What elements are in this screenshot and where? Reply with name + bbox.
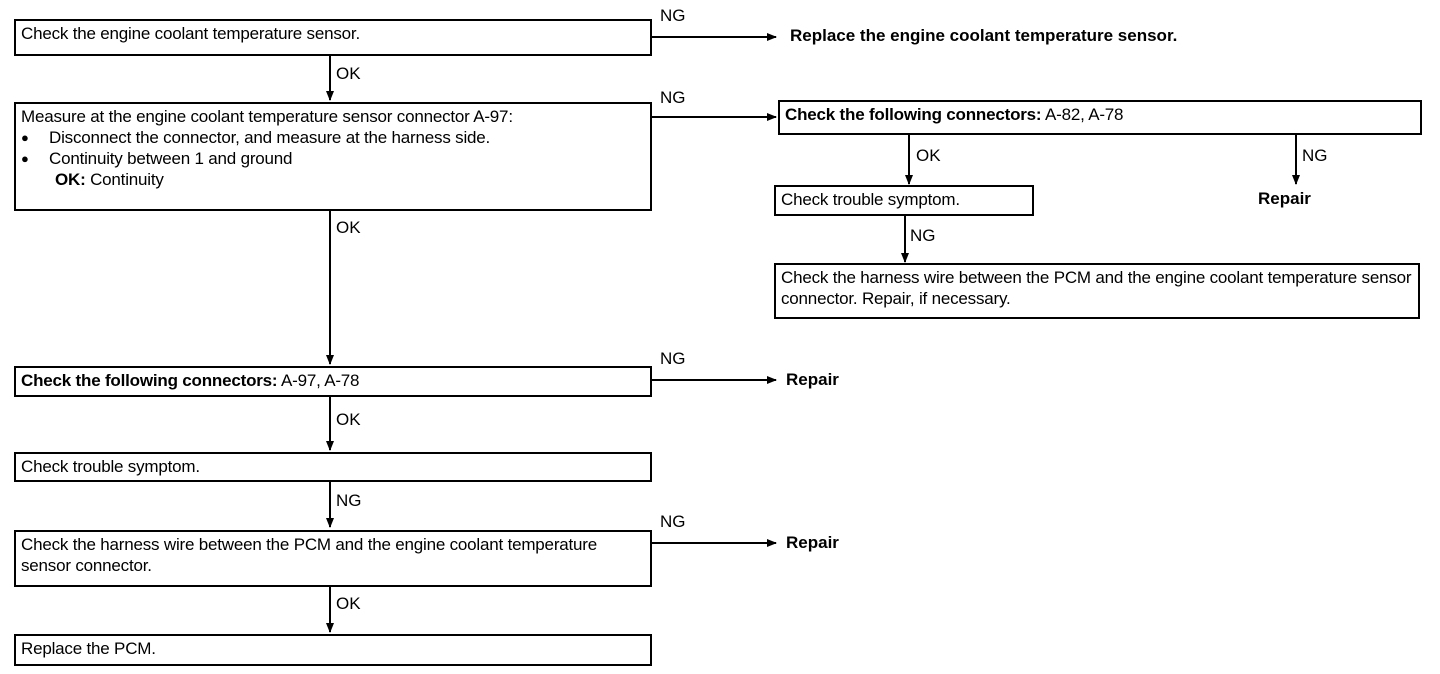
measure-ok-value: Continuity [90, 170, 164, 189]
measure-ok-key: OK: [55, 170, 86, 189]
ng-label: NG [660, 512, 686, 531]
box-check-connectors-a82: Check the following connectors: A-82, A-… [778, 100, 1422, 135]
ok-label: OK [336, 64, 361, 83]
harness-left-text: Check the harness wire between the PCM a… [21, 535, 598, 575]
box-check-symptom-right: Check trouble symptom. [774, 185, 1034, 216]
ng-label: NG [1302, 146, 1328, 165]
replace-sensor-label: Replace the engine coolant temperature s… [790, 26, 1178, 45]
box-check-connectors-a97: Check the following connectors: A-97, A-… [14, 366, 652, 397]
repair-right-label: Repair [1258, 189, 1311, 208]
harness-right-text: Check the harness wire between the PCM a… [781, 268, 1412, 308]
box-harness-left: Check the harness wire between the PCM a… [14, 530, 652, 587]
ng-label: NG [660, 88, 686, 107]
check-sensor-text: Check the engine coolant temperature sen… [21, 24, 360, 43]
measure-bullet-list: Disconnect the connector, and measure at… [21, 127, 645, 169]
measure-bullet-item: Disconnect the connector, and measure at… [21, 127, 645, 148]
repair-1-label: Repair [786, 370, 839, 389]
ok-label: OK [916, 146, 941, 165]
connectors-a97-prefix: Check the following connectors: [21, 371, 278, 390]
box-check-symptom-left: Check trouble symptom. [14, 452, 652, 482]
ok-label: OK [336, 594, 361, 613]
ng-label: NG [336, 491, 362, 510]
ng-label: NG [910, 226, 936, 245]
connectors-a82-list: A-82, A-78 [1044, 105, 1124, 124]
check-symptom-right-text: Check trouble symptom. [781, 190, 960, 209]
replace-pcm-text: Replace the PCM. [21, 639, 156, 658]
ng-label: NG [660, 6, 686, 25]
box-replace-pcm: Replace the PCM. [14, 634, 652, 666]
ok-label: OK [336, 410, 361, 429]
connectors-a82-prefix: Check the following connectors: [785, 105, 1042, 124]
ng-label: NG [660, 349, 686, 368]
measure-title: Measure at the engine coolant temperatur… [21, 107, 513, 126]
ok-label: OK [336, 218, 361, 237]
check-symptom-left-text: Check trouble symptom. [21, 457, 200, 476]
box-check-sensor: Check the engine coolant temperature sen… [14, 19, 652, 56]
box-measure-connector: Measure at the engine coolant temperatur… [14, 102, 652, 211]
box-harness-right: Check the harness wire between the PCM a… [774, 263, 1420, 319]
measure-bullet-item: Continuity between 1 and ground [21, 148, 645, 169]
repair-2-label: Repair [786, 533, 839, 552]
measure-ok-line: OK: Continuity [21, 169, 645, 190]
connectors-a97-list: A-97, A-78 [280, 371, 360, 390]
